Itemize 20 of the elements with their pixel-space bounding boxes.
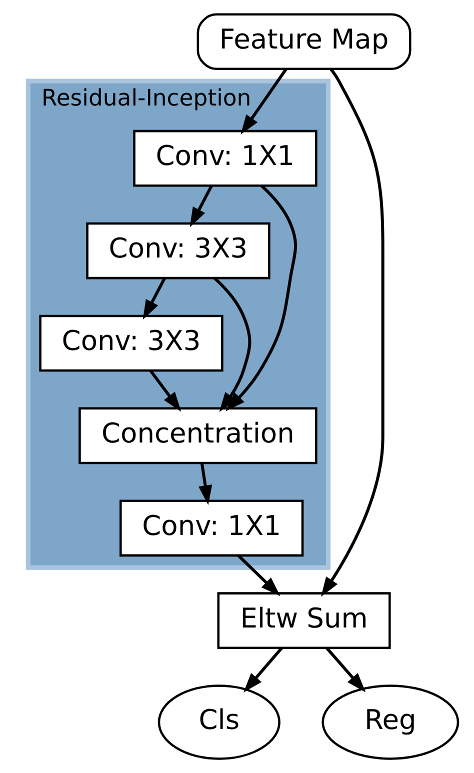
arrow — [213, 277, 252, 412]
node-box: Concentration — [78, 407, 318, 464]
arrow — [149, 370, 182, 412]
arrow — [142, 277, 166, 320]
node-box: Conv: 1X1 — [133, 130, 318, 187]
arrow — [190, 185, 213, 228]
arrow — [320, 68, 384, 597]
arrow — [237, 554, 280, 596]
node-ellipse: Reg — [322, 684, 460, 760]
node-ellipse: Cls — [158, 684, 280, 760]
node-box: Conv: 3X3 — [39, 314, 224, 372]
arrow — [243, 647, 283, 692]
node-box: Conv: 3X3 — [86, 222, 270, 280]
arrow — [240, 68, 288, 134]
arrow — [226, 184, 298, 412]
arrow — [198, 462, 212, 506]
node-box: Conv: 1X1 — [120, 500, 304, 557]
node-box: Eltw Sum — [217, 592, 391, 650]
arrow — [326, 647, 366, 692]
node-box: Feature Map — [196, 13, 412, 70]
